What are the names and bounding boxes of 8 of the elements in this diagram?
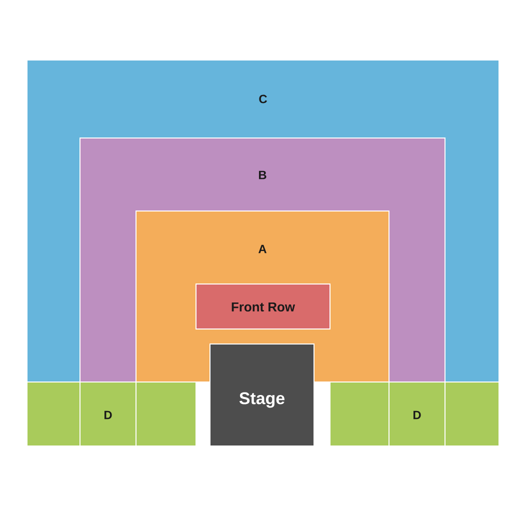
seating-section: Front Row bbox=[196, 284, 330, 330]
seating-section: D bbox=[388, 382, 446, 446]
seating-section bbox=[136, 382, 196, 446]
seating-section bbox=[444, 382, 500, 446]
seating-section bbox=[26, 382, 80, 446]
seating-section bbox=[330, 382, 390, 446]
stage-block: Stage bbox=[210, 344, 314, 446]
seating-section: D bbox=[80, 382, 136, 446]
